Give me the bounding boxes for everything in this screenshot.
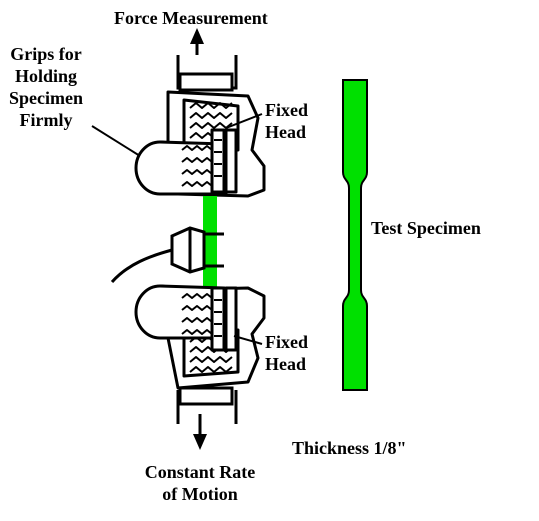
grips-label-line-3: Specimen	[9, 88, 83, 108]
fixed-head-bottom-label-line-2: Head	[265, 354, 307, 374]
constant-rate-label-line-2: of Motion	[162, 484, 238, 504]
test-specimen-label: Test Specimen	[371, 218, 481, 238]
grips-leader-line	[91, 125, 141, 157]
extensometer	[110, 226, 224, 283]
force-measurement-label: Force Measurement	[114, 8, 268, 28]
fixed-head-bottom-leader-line	[233, 335, 263, 345]
grips-label-line-2: Holding	[14, 66, 78, 86]
test-specimen-dogbone	[342, 79, 368, 391]
lower-crosshead	[176, 386, 238, 424]
constant-rate-label-line-1: Constant Rate	[144, 462, 256, 482]
grips-label-line-4: Firmly	[19, 110, 73, 130]
motion-arrow-down-icon	[193, 414, 207, 450]
leader-lines	[91, 113, 263, 345]
fixed-head-top-leader-line	[225, 113, 263, 129]
fixed-head-bottom-label-line-1: Fixed	[265, 332, 308, 352]
lower-grip	[134, 284, 266, 390]
fixed-head-top-label-line-2: Head	[265, 122, 307, 142]
grips-label-line-1: Grips for	[10, 44, 82, 64]
fixed-head-top-label-line-1: Fixed	[265, 100, 308, 120]
upper-crosshead	[176, 55, 238, 92]
thickness-label: Thickness 1/8"	[292, 438, 407, 458]
upper-grip	[134, 90, 266, 198]
